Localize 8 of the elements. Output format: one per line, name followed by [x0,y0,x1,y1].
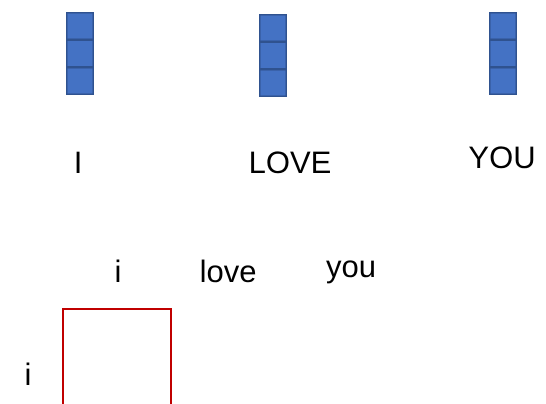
word-label: i [114,256,122,287]
word-label: love [200,256,256,287]
word-label: I [74,147,82,178]
word-label: i [24,359,32,390]
word-label: YOU [468,142,536,173]
matrix-cell [62,308,172,404]
word-label: LOVE [248,147,332,178]
word-label: you [326,251,376,282]
